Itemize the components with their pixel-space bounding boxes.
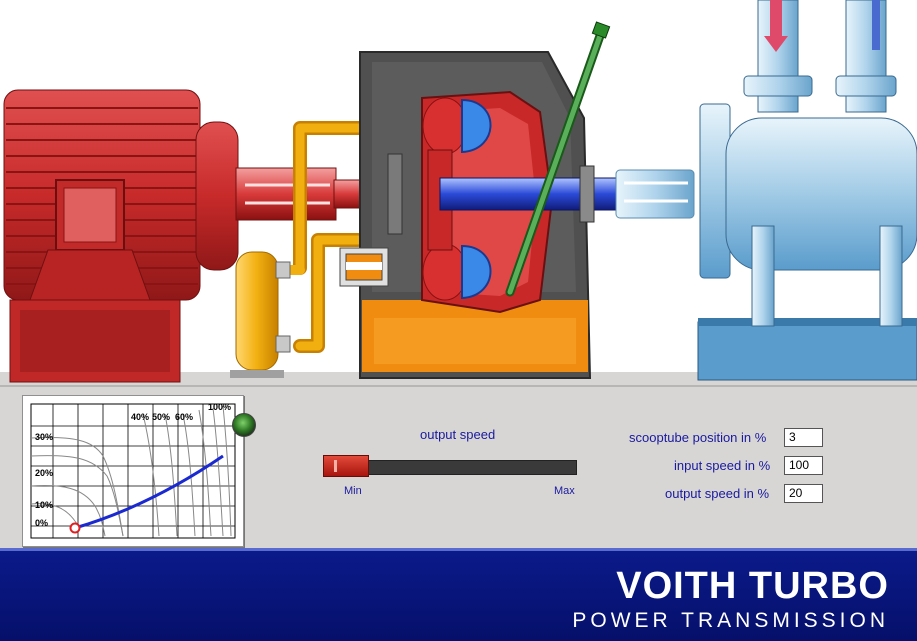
brand-footer: VOITH TURBO POWER TRANSMISSION — [0, 548, 917, 641]
pct-label-10: 10% — [35, 500, 54, 510]
control-panel: 30% 20% 10% 0% 40% 50% 60% 100% output s… — [0, 385, 917, 548]
operating-point-marker — [69, 522, 81, 534]
machine-animation — [0, 0, 917, 385]
output-speed-slider-thumb[interactable] — [323, 455, 369, 477]
pct-label-50: 50% — [152, 412, 171, 422]
oil-cooler — [230, 251, 291, 378]
characteristic-diagram: 30% 20% 10% 0% 40% 50% 60% 100% — [22, 395, 244, 547]
brand-name: VOITH TURBO — [616, 565, 889, 607]
driven-pump — [697, 0, 917, 381]
scooptube-position-field[interactable]: 3 — [784, 428, 823, 447]
electric-motor — [3, 89, 239, 383]
scoop-tube — [505, 21, 611, 297]
input-speed-field[interactable]: 100 — [784, 456, 823, 475]
characteristic-curves — [30, 403, 236, 539]
slider-max-label: Max — [554, 485, 575, 497]
output-speed-label: output speed in % — [665, 486, 770, 501]
output-speed-slider-title: output speed — [420, 427, 496, 442]
flow-down-arrow-icon — [764, 36, 788, 52]
pct-label-0: 0% — [35, 518, 49, 528]
pct-label-40: 40% — [131, 412, 150, 422]
scooptube-position-label: scooptube position in % — [629, 430, 767, 445]
input-speed-label: input speed in % — [674, 458, 771, 473]
pct-label-30: 30% — [35, 432, 54, 442]
output-shaft — [439, 165, 695, 223]
pct-label-100: 100% — [208, 402, 232, 412]
output-speed-field[interactable]: 20 — [784, 484, 823, 503]
slider-min-label: Min — [344, 485, 362, 497]
green-status-led-icon[interactable] — [232, 413, 256, 437]
brand-tagline: POWER TRANSMISSION — [572, 609, 889, 632]
pct-label-60: 60% — [175, 412, 194, 422]
pct-label-20: 20% — [35, 468, 54, 478]
